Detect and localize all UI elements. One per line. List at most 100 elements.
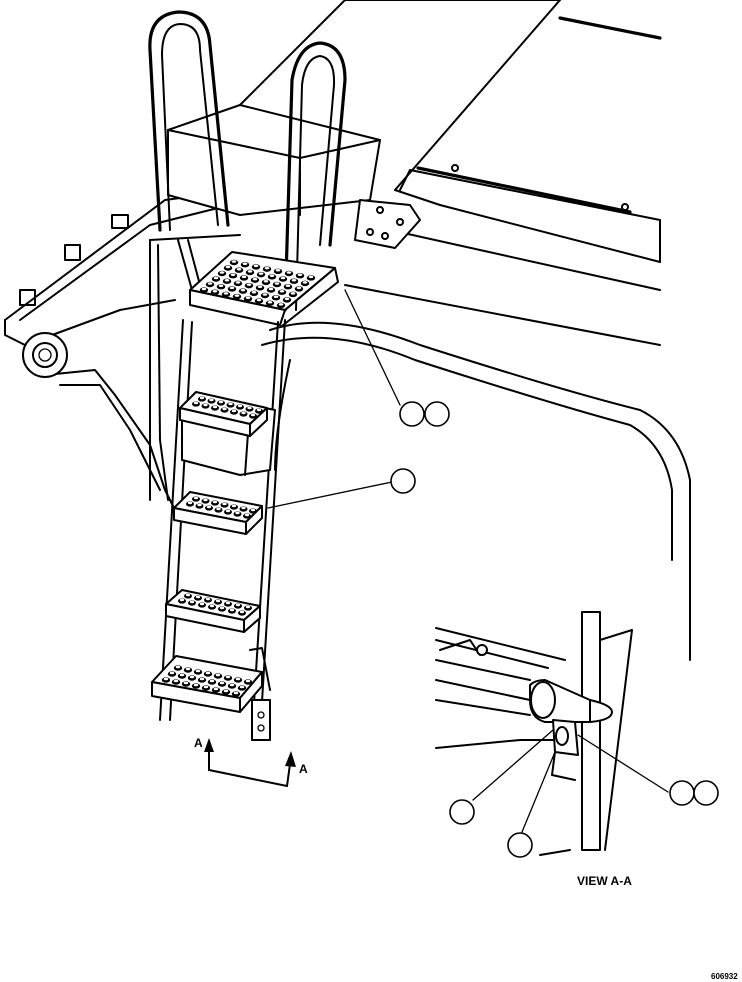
grating-hole-highlight [233,691,239,695]
callout-c2 [424,401,450,427]
view-label: VIEW A-A [577,874,632,888]
callout-c7 [693,780,719,806]
grating-hole-highlight [279,289,285,293]
machine-deck [239,0,662,346]
grating-hole-highlight [268,287,274,291]
grating-hole-highlight [244,513,250,517]
grating-hole-highlight [231,409,237,413]
grating-hole-highlight [225,265,231,269]
grating-hole-highlight [256,408,262,412]
callout-leaders [267,289,669,833]
grating-hole-highlight [185,593,191,597]
grating-hole-highlight [241,506,246,510]
grating-hole-highlight [213,276,219,280]
section-label-right: A [299,762,308,776]
grating-hole-highlight [251,291,257,294]
grating-hole-highlight [242,262,248,265]
grating-hole-highlight [209,679,215,683]
grating-hole-highlight [285,284,291,287]
grating-hole-highlight [286,271,292,274]
grating-hole-highlight [223,689,229,693]
grating-hole-highlight [264,266,270,270]
grating-hole-highlight [215,599,221,603]
grating-hole-highlight [245,605,251,609]
grating-hole-highlight [269,274,275,278]
grating-hole-highlight [163,677,169,681]
grating-hole-highlight [297,273,303,276]
grating-hole-highlight [252,277,258,281]
grating-hole-highlight [247,406,252,410]
grating-hole-highlight [187,501,193,505]
grating-hole-highlight [224,278,230,282]
grating-hole-highlight [278,303,284,306]
grating-hole-highlight [302,281,308,284]
grating-hole-highlight [290,292,296,295]
grating-hole-highlight [201,287,207,291]
top-box [167,104,421,249]
grating-hole-highlight [193,683,199,687]
grating-hole-highlight [205,671,211,675]
grating-hole-highlight [203,403,208,407]
grating-hole-highlight [189,675,195,679]
grating-hole-highlight [230,273,236,276]
grating-hole-highlight [228,402,233,406]
grating-hole-highlight [179,673,185,677]
callout-c6 [669,780,695,806]
grating-hole-highlight [206,505,212,509]
grating-hole-highlight [296,286,302,290]
grating-hole-highlight [284,297,290,301]
grating-hole-highlight [207,282,213,285]
boom-arm [4,189,241,511]
grating-hole-highlight [237,404,243,408]
grating-hole-highlight [229,608,235,612]
grating-hole-highlight [257,285,263,289]
grating-hole-highlight [246,283,252,286]
grating-hole-highlight [247,270,253,273]
grating-hole-highlight [235,281,241,284]
grating-hole-highlight [185,667,191,671]
grating-hole-highlight [222,407,227,411]
callout-c1 [399,401,425,427]
grating-hole-highlight [239,610,245,614]
top-platform [189,251,339,327]
grating-hole-highlight [222,502,227,506]
grating-hole-highlight [235,511,240,515]
grating-hole-highlight [218,400,224,404]
grating-hole-highlight [225,675,231,679]
grating-hole-highlight [193,401,199,405]
grating-hole-highlight [229,286,235,290]
grating-hole-highlight [235,603,241,607]
grating-hole-highlight [291,278,297,282]
grating-hole-highlight [205,597,211,601]
grating-hole-highlight [239,685,245,689]
grating-hole-highlight [280,276,286,280]
grating-hole-highlight [219,681,225,685]
grating-hole-highlight [250,508,256,512]
grating-hole-highlight [209,398,214,402]
callout-c4 [449,799,475,825]
grating-hole-highlight [193,496,199,500]
grating-hole-highlight [241,411,246,415]
grating-hole-highlight [175,665,181,669]
grating-hole-highlight [231,260,237,263]
callout-c3 [390,468,416,494]
grating-hole-highlight [169,671,175,675]
grating-hole-highlight [225,509,231,513]
grating-hole-highlight [195,669,201,673]
grating-hole-highlight [213,687,219,691]
grating-hole-highlight [308,275,314,279]
grating-hole-highlight [203,685,209,689]
grating-hole-highlight [216,507,221,511]
callout-c5 [507,832,533,858]
grating-hole-highlight [199,396,205,400]
grating-hole-highlight [219,606,225,610]
grating-hole-highlight [179,598,185,602]
grating-hole-highlight [229,683,235,687]
grating-hole-highlight [218,284,224,287]
section-indicator: A A [194,736,308,787]
grating-hole-highlight [256,298,262,302]
section-label-left: A [194,736,203,750]
grating-hole-highlight [225,601,231,605]
